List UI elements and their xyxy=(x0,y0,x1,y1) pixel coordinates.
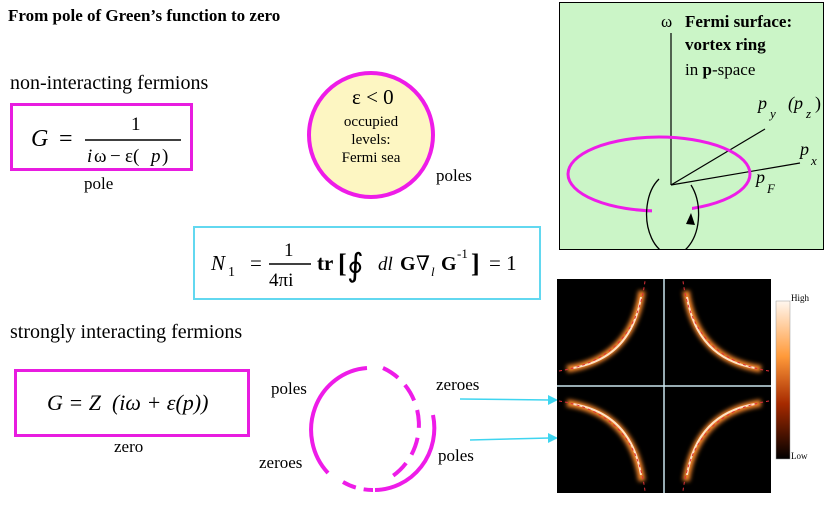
arrows xyxy=(460,395,558,443)
page-title: From pole of Green’s function to zero xyxy=(8,6,281,25)
vortex-ring xyxy=(566,135,752,213)
heatmap-colorbar xyxy=(775,300,791,460)
pole-arc-bottom-right xyxy=(374,414,437,492)
den-close: ) xyxy=(162,146,168,167)
py-label: p xyxy=(756,93,767,113)
winding-sup: -1 xyxy=(457,246,468,261)
poles-bottom-label: poles xyxy=(438,446,474,465)
winding-N-sub: 1 xyxy=(228,265,235,280)
pole-zero-diagram: poles zeroes zeroes poles xyxy=(259,366,479,493)
px-axis xyxy=(670,162,801,186)
poles-top-label: poles xyxy=(271,379,307,398)
den-minus: − xyxy=(110,146,121,167)
dashed-surfaces xyxy=(558,280,770,492)
dash-top-right xyxy=(682,280,770,372)
fermi-arc-highlights xyxy=(572,296,756,476)
noninteracting-formula: G = 1 i ω − ε( p ) xyxy=(31,114,181,167)
formula-numerator: 1 xyxy=(131,114,141,135)
dash-bottom-right xyxy=(682,400,770,492)
dash-bottom-left xyxy=(558,400,646,492)
interacting-heading: strongly interacting fermions xyxy=(10,321,243,343)
den-i: i xyxy=(87,146,92,167)
colorbar-low-label: Low xyxy=(791,451,808,461)
vortex-subtitle: in p-space xyxy=(685,60,755,79)
pf-label: p xyxy=(754,167,765,187)
zero-arc-bottom xyxy=(341,480,374,493)
vortex-ring-panel: ω Fermi surface: vortex ring in p-space … xyxy=(559,2,824,256)
interacting-formula: G = Z (iω + ε(p)) xyxy=(47,390,209,415)
circulation-arrowhead xyxy=(686,213,695,225)
pz-label: (p xyxy=(788,93,803,114)
noninteracting-formula-box: G = 1 i ω − ε( p ) xyxy=(10,103,193,171)
den-eps: ε( xyxy=(125,146,139,167)
winding-N: N xyxy=(210,251,226,275)
fermi-sea-line-1: occupied xyxy=(344,114,399,130)
winding-G2: G xyxy=(441,253,457,275)
vortex-title-2: vortex ring xyxy=(685,35,766,54)
py-axis xyxy=(670,128,766,186)
fermi-sea-top: ε < 0 xyxy=(352,85,394,109)
px-sub: x xyxy=(810,153,817,168)
omega-label: ω xyxy=(661,12,672,31)
winding-frac-den: 4πi xyxy=(269,270,293,291)
winding-result: = 1 xyxy=(489,251,517,275)
dash-top-left xyxy=(558,280,646,372)
winding-tr: tr xyxy=(317,251,333,275)
colorbar-high-label: High xyxy=(791,293,810,303)
winding-bracket-open: [ xyxy=(338,249,347,278)
zeroes-top-label: zeroes xyxy=(436,375,479,394)
winding-number-formula: N 1 = 1 4πi tr [ ∮ dl G ∇ l G -1 ] = 1 xyxy=(210,240,517,291)
winding-bracket-close: ] xyxy=(471,249,480,278)
formula-G: G xyxy=(31,126,48,152)
px-label: p xyxy=(798,139,809,159)
zero-caption: zero xyxy=(114,437,144,456)
arrowhead-poles xyxy=(548,433,558,443)
arrow-poles xyxy=(469,437,551,441)
arc-bottom-left-core xyxy=(572,403,642,476)
noninteracting-heading: non-interacting fermions xyxy=(10,72,209,94)
winding-oint: ∮ xyxy=(347,247,364,283)
fermi-sea-diagram: ε < 0 occupied levels: Fermi sea poles xyxy=(307,71,472,199)
den-omega: ω xyxy=(94,146,107,167)
ring-gap xyxy=(652,205,692,217)
winding-nabla-sub: l xyxy=(431,264,435,279)
fermi-sea-line-3: Fermi sea xyxy=(342,150,401,166)
zeroes-bottom-label: zeroes xyxy=(259,453,302,472)
winding-number-box: N 1 = 1 4πi tr [ ∮ dl G ∇ l G -1 ] = 1 xyxy=(193,226,541,300)
winding-nabla: ∇ xyxy=(416,253,430,275)
pole-arc-left xyxy=(309,366,368,475)
formula-eq: = xyxy=(59,126,73,152)
winding-dl: dl xyxy=(378,254,393,275)
fermi-sea-poles-label: poles xyxy=(436,166,472,185)
pz-sub: z xyxy=(805,106,811,121)
pole-caption: pole xyxy=(84,174,114,193)
arc-top-right-core xyxy=(686,296,756,369)
zero-arc-right xyxy=(382,366,421,481)
winding-eq: = xyxy=(250,251,262,275)
pf-sub: F xyxy=(766,181,776,196)
fermi-sea-line-2: levels: xyxy=(351,132,390,148)
den-p: p xyxy=(149,146,161,167)
arrow-zeroes xyxy=(460,398,551,401)
vortex-ring-diagram: ω Fermi surface: vortex ring in p-space … xyxy=(566,12,821,256)
arc-bottom-right-core xyxy=(686,403,756,476)
fermi-sea-circle xyxy=(307,71,435,199)
vortex-title-1: Fermi surface: xyxy=(685,12,792,31)
py-sub: y xyxy=(768,106,776,121)
interacting-formula-box: G = Z (iω + ε(p)) xyxy=(14,369,250,437)
winding-frac-num: 1 xyxy=(284,240,294,261)
winding-G: G xyxy=(400,253,416,275)
arc-top-left-core xyxy=(572,296,642,369)
arrowhead-zeroes xyxy=(548,395,558,405)
spectral-heatmap: High Low xyxy=(557,279,810,493)
pz-close: ) xyxy=(815,93,821,114)
